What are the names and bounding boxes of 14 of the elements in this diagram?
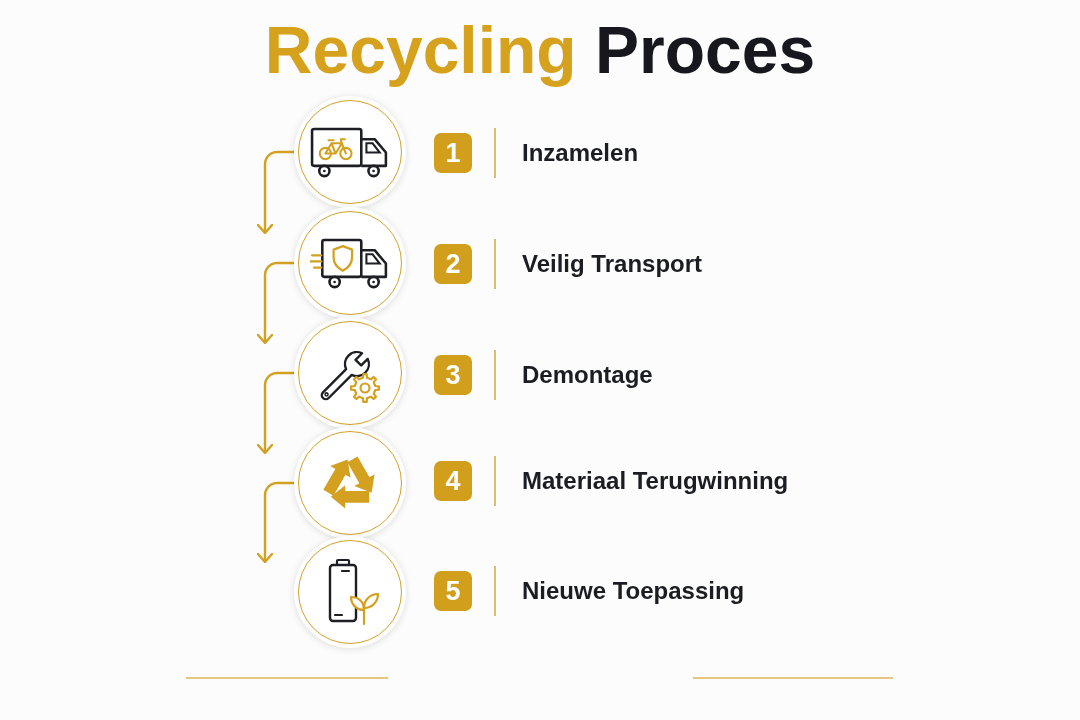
- step-label: Demontage: [522, 360, 653, 390]
- step-label: Veilig Transport: [522, 249, 703, 279]
- number-badge: 1: [434, 133, 472, 173]
- arrow: [256, 371, 294, 455]
- number-badge: 5: [434, 571, 472, 611]
- step-label: Inzamelen: [522, 138, 639, 168]
- arrow: [256, 481, 294, 564]
- number-badge: 2: [434, 244, 472, 284]
- number-badge: 4: [434, 461, 472, 501]
- arrow: [256, 261, 294, 345]
- number-badge: 3: [434, 355, 472, 395]
- step-label: Materiaal Terugwinning: [522, 466, 789, 496]
- step-label: Nieuwe Toepassing: [522, 576, 745, 606]
- arrow: [256, 150, 294, 235]
